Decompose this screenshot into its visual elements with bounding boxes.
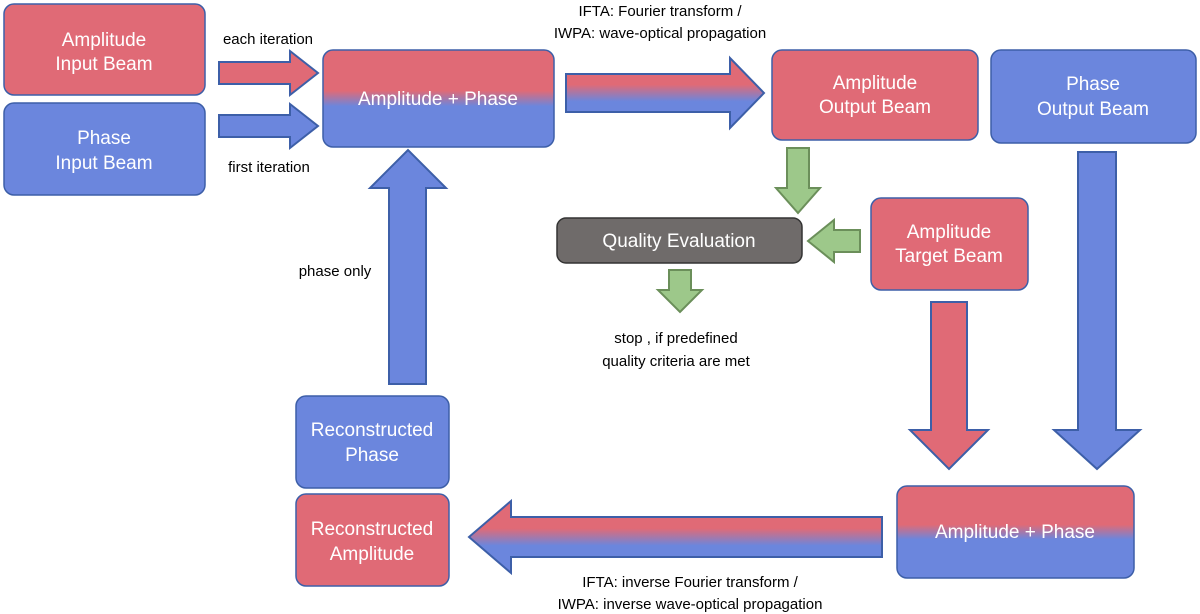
phase-input-line1: Phase xyxy=(77,128,131,149)
inverse-label-line1: IFTA: inverse Fourier transform / xyxy=(582,574,798,591)
reconstructed-amplitude-line2: Amplitude xyxy=(330,544,415,565)
each-iteration-label: each iteration xyxy=(223,31,313,48)
first-iteration-label: first iteration xyxy=(228,159,310,176)
phase-only-up-arrow xyxy=(367,148,449,385)
amplitude-input-beam-box: Amplitude Input Beam xyxy=(3,3,206,96)
reconstructed-phase-box: Reconstructed Phase xyxy=(295,395,450,489)
phase-output-down-arrow xyxy=(1051,151,1143,471)
forward-label-line2: IWPA: wave-optical propagation xyxy=(554,25,766,42)
phase-only-label: phase only xyxy=(299,263,372,280)
phase-input-beam-box: Phase Input Beam xyxy=(3,102,206,196)
forward-label-line1: IFTA: Fourier transform / xyxy=(578,3,742,20)
stop-label-line1: stop , if predefined xyxy=(614,330,737,347)
phase-output-line2: Output Beam xyxy=(1037,99,1149,120)
quality-stop-arrow xyxy=(655,269,705,314)
amplitude-output-line1: Amplitude xyxy=(833,73,918,94)
amplitude-phase-bottom-label: Amplitude + Phase xyxy=(935,522,1095,543)
inverse-label-line2: IWPA: inverse wave-optical propagation xyxy=(558,596,823,613)
amplitude-target-line1: Amplitude xyxy=(907,222,992,243)
reconstructed-phase-line1: Reconstructed xyxy=(311,420,434,441)
amplitude-output-beam-box: Amplitude Output Beam xyxy=(771,49,979,141)
phase-output-beam-box: Phase Output Beam xyxy=(990,49,1197,144)
reconstructed-amplitude-box: Reconstructed Amplitude xyxy=(295,493,450,587)
amplitude-phase-top-box: Amplitude + Phase xyxy=(322,49,555,148)
amplitude-phase-top-label: Amplitude + Phase xyxy=(358,89,518,110)
amplitude-target-line2: Target Beam xyxy=(895,246,1003,267)
amplitude-output-line2: Output Beam xyxy=(819,97,931,118)
amplitude-target-beam-box: Amplitude Target Beam xyxy=(870,197,1029,291)
amplitude-phase-bottom-box: Amplitude + Phase xyxy=(896,485,1135,579)
each-iteration-arrow xyxy=(218,48,320,98)
phase-input-line2: Input Beam xyxy=(55,153,152,174)
quality-evaluation-label: Quality Evaluation xyxy=(602,231,755,252)
phase-output-line1: Phase xyxy=(1066,74,1120,95)
target-to-quality-arrow xyxy=(806,217,861,265)
reconstructed-phase-line2: Phase xyxy=(345,445,399,466)
reconstructed-amplitude-line1: Reconstructed xyxy=(311,519,434,540)
amplitude-input-line2: Input Beam xyxy=(55,54,152,75)
output-to-quality-arrow xyxy=(773,147,823,215)
stop-label-line2: quality criteria are met xyxy=(602,353,750,370)
forward-propagation-arrow xyxy=(565,55,766,131)
amplitude-target-down-arrow xyxy=(907,301,991,471)
quality-evaluation-box: Quality Evaluation xyxy=(556,217,803,264)
amplitude-input-line1: Amplitude xyxy=(62,30,147,51)
inverse-propagation-arrow xyxy=(467,498,883,576)
first-iteration-arrow xyxy=(218,101,320,151)
